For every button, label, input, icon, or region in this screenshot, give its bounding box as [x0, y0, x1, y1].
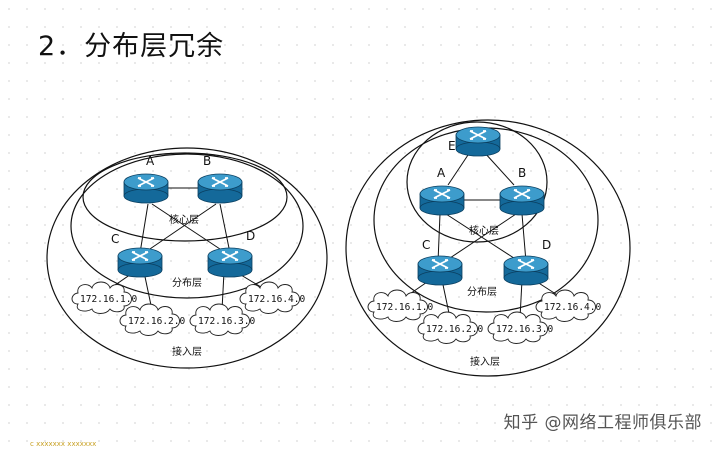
left-router-a-icon [123, 173, 169, 204]
left-core-layer-label: 核心层 [169, 213, 199, 226]
left-distribution-layer-label: 分布层 [172, 277, 202, 289]
right-router-c-icon [417, 255, 463, 286]
left-network-1: 172.16.1.0 [80, 294, 137, 305]
right-network-2: 172.16.2.0 [426, 324, 483, 335]
right-router-e-icon [455, 126, 501, 157]
right-core-layer-ellipse [406, 121, 548, 243]
left-router-b-icon [197, 173, 243, 204]
right-network-3: 172.16.3.0 [496, 324, 553, 335]
right-link-b-c [443, 213, 517, 263]
left-diagram: A B C D 核心层 分布层 接入层 172.16.1.0 172.16.2.… [46, 147, 328, 369]
right-router-b-icon [499, 185, 545, 216]
left-router-b-label: B [203, 154, 211, 168]
right-router-a-label: A [437, 166, 446, 180]
right-router-d-label: D [542, 238, 551, 252]
right-router-c-label: C [422, 238, 430, 252]
left-router-a-label: A [146, 154, 155, 168]
left-router-d-label: D [246, 229, 255, 243]
left-core-layer-ellipse [82, 152, 288, 242]
left-access-layer-label: 接入层 [172, 345, 202, 358]
right-link-b-d [521, 213, 527, 263]
right-router-d-icon [503, 255, 549, 286]
left-router-d-icon [207, 247, 253, 278]
right-link-a-d [445, 213, 521, 263]
left-network-4: 172.16.4.0 [248, 294, 305, 305]
slide-title: 2．分布层冗余 [38, 31, 225, 62]
right-link-e-b [483, 151, 515, 186]
right-distribution-layer-label: 分布层 [467, 286, 497, 298]
left-link-b-c [143, 203, 217, 254]
left-network-2: 172.16.2.0 [128, 316, 185, 327]
right-router-a-icon [419, 185, 465, 216]
left-link-d-net3 [221, 271, 225, 311]
right-link-a-c [437, 213, 441, 263]
right-diagram: E A B C D 核心层 分布层 接入层 172.16.1.0 172.16.… [345, 119, 631, 377]
right-network-4: 172.16.4.0 [544, 302, 601, 313]
footer-text: c xxxxxxx xxxxxxx [30, 440, 97, 448]
right-link-e-a [447, 151, 471, 186]
left-router-c-label: C [111, 232, 119, 246]
right-link-d-net3 [519, 279, 523, 319]
left-access-layer-ellipse [46, 147, 328, 369]
left-router-c-icon [117, 247, 163, 278]
right-access-layer-ellipse [345, 119, 631, 377]
right-network-1: 172.16.1.0 [376, 302, 433, 313]
left-distribution-layer-ellipse [70, 153, 304, 299]
right-router-b-label: B [518, 166, 526, 180]
left-link-b-d [219, 203, 231, 254]
left-link-a-d [151, 203, 227, 254]
right-core-layer-label: 核心层 [469, 224, 499, 237]
left-network-3: 172.16.3.0 [198, 316, 255, 327]
right-access-layer-label: 接入层 [470, 355, 500, 368]
right-router-e-label: E [448, 139, 456, 153]
left-link-a-c [139, 203, 149, 254]
watermark: 知乎 @网络工程师俱乐部 [503, 413, 702, 433]
